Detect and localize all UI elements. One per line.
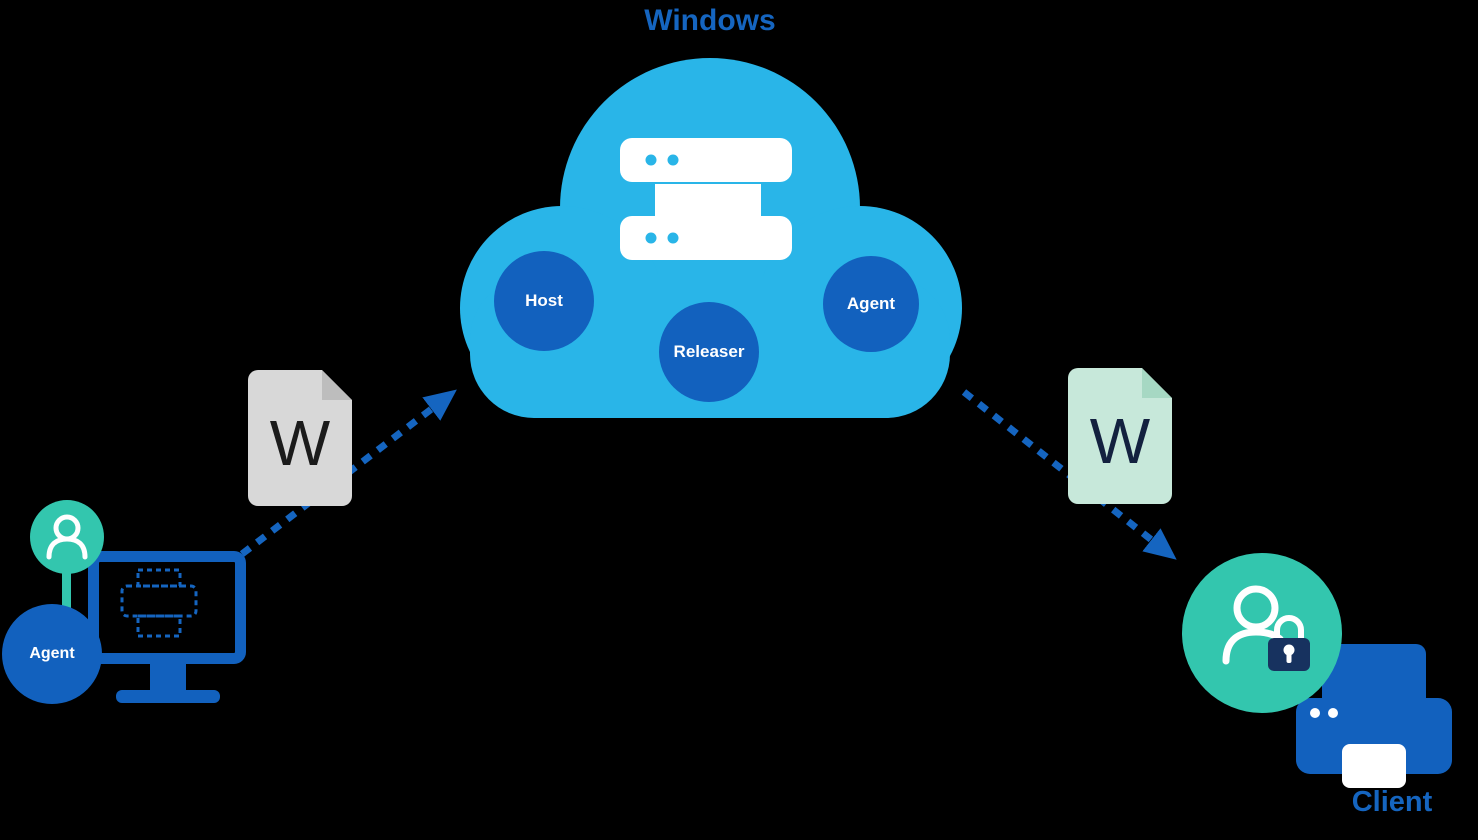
host-node-label: Host xyxy=(525,291,563,310)
printer-icon xyxy=(1296,644,1452,788)
releaser-node: Releaser xyxy=(659,302,759,402)
user-icon xyxy=(46,514,88,560)
printer-led-dot xyxy=(1310,708,1320,718)
document-fold-corner xyxy=(1142,368,1172,398)
client-label: Client xyxy=(1351,786,1433,818)
document-fold-corner xyxy=(322,370,352,400)
monitor-stand-neck xyxy=(150,664,186,690)
lock-keyhole-stem xyxy=(1286,652,1292,663)
monitor-icon xyxy=(88,551,246,664)
server-led-dot xyxy=(645,154,657,166)
word-document-icon-left: W xyxy=(248,370,352,506)
server-icon xyxy=(620,138,792,260)
server-led-dot xyxy=(667,154,679,166)
document-letter: W xyxy=(1089,405,1151,477)
monitor-stand-base xyxy=(116,690,220,703)
releaser-node-label: Releaser xyxy=(673,342,745,361)
lock-shackle xyxy=(1274,615,1304,638)
user-agent-connector xyxy=(62,570,71,616)
host-node: Host xyxy=(494,251,594,351)
word-document-icon-right: W xyxy=(1068,368,1172,504)
client-user-bubble xyxy=(1182,553,1342,713)
server-led-dot xyxy=(667,232,679,244)
printer-dashed-icon xyxy=(120,568,198,638)
printer-led-dot xyxy=(1328,708,1338,718)
workstation-agent-label: Agent xyxy=(29,645,75,662)
document-letter: W xyxy=(269,407,331,479)
workstation-agent-badge: Agent xyxy=(2,604,102,704)
diagram-title: Windows xyxy=(644,4,776,37)
agent-node-label: Agent xyxy=(846,294,896,313)
agent-node: Agent xyxy=(823,256,919,352)
server-led-dot xyxy=(645,232,657,244)
user-lock-icon xyxy=(1222,585,1310,671)
printer-output-paper xyxy=(1342,744,1406,788)
user-bubble xyxy=(30,500,104,574)
lock-keyhole xyxy=(1283,644,1295,656)
